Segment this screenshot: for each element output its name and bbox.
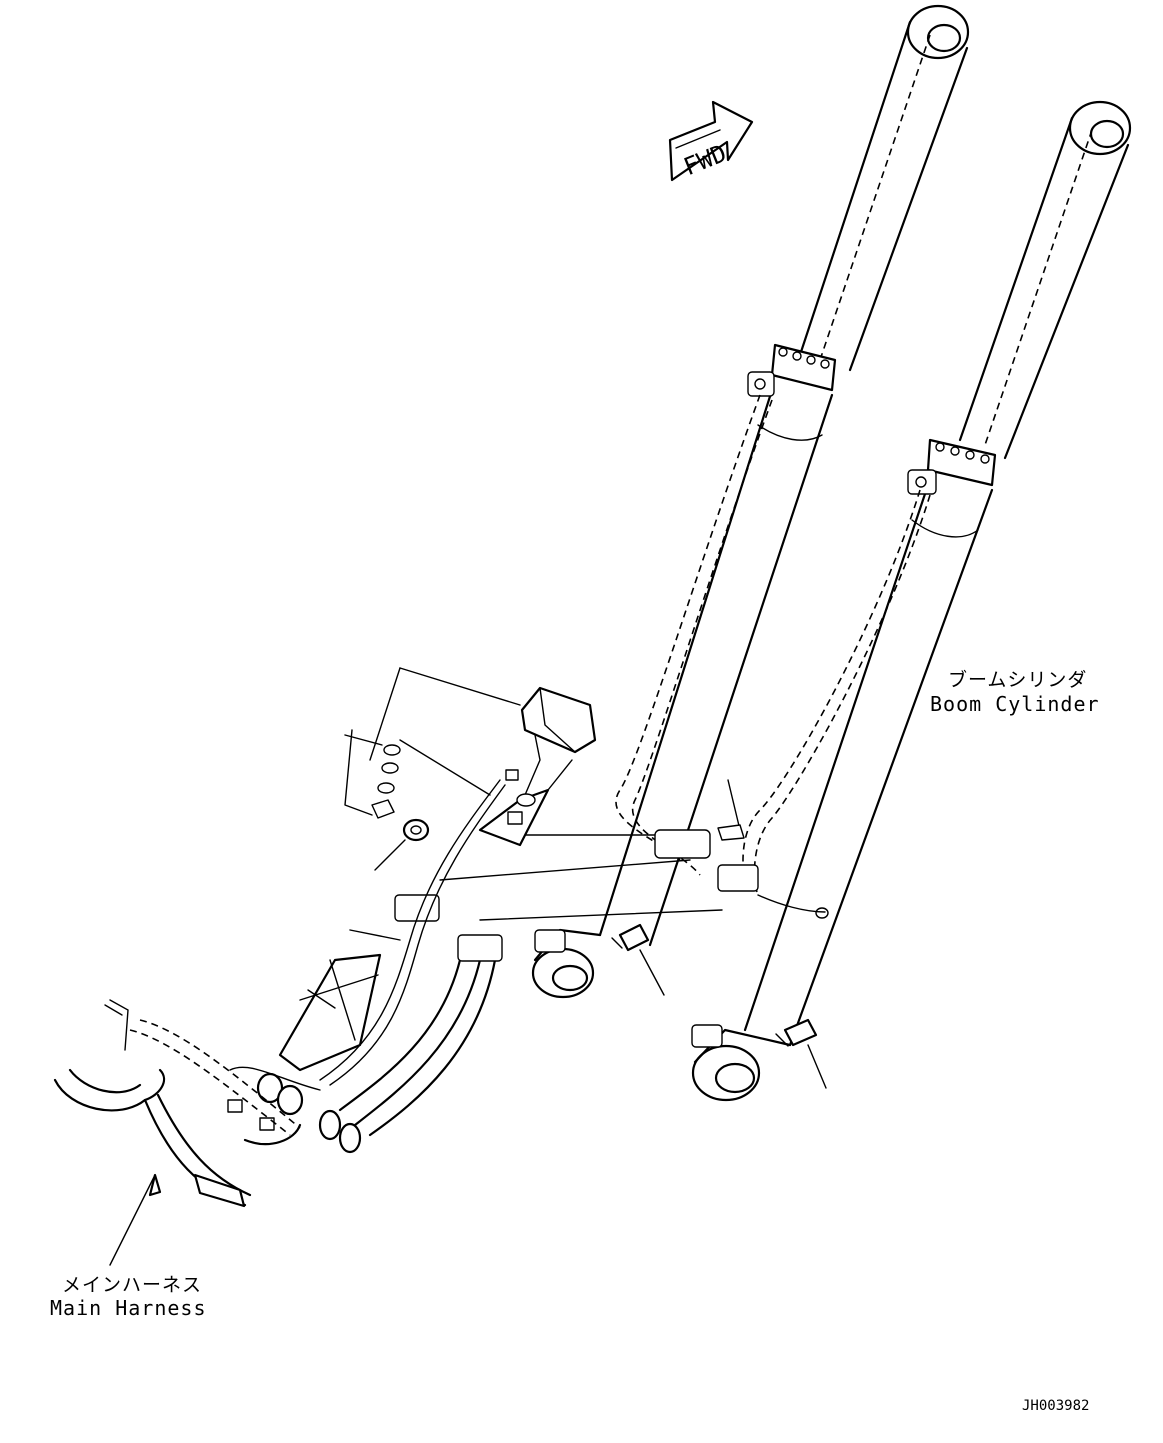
- pressure-sensor-right: [775, 1018, 827, 1089]
- work-lamp: [344, 667, 597, 847]
- pressure-sensor-left: [611, 923, 665, 996]
- drawing-number: JH003982: [1022, 1398, 1090, 1414]
- boom-cylinder-right: [691, 100, 1132, 1102]
- fwd-arrow-icon: FWD: [668, 100, 754, 181]
- main-harness: [53, 999, 302, 1266]
- boom-cylinder-label-ja: ブームシリンダ: [948, 669, 1088, 691]
- main-harness-label-ja: メインハーネス: [62, 1274, 203, 1296]
- wiring-harness: [227, 779, 506, 1131]
- boom-cylinder-left: [531, 4, 970, 999]
- boom-cylinder-label-en: Boom Cylinder: [930, 692, 1100, 716]
- hardware-parts: [344, 729, 745, 871]
- hydraulic-hoses: [318, 394, 931, 1154]
- main-harness-label-en: Main Harness: [50, 1296, 207, 1320]
